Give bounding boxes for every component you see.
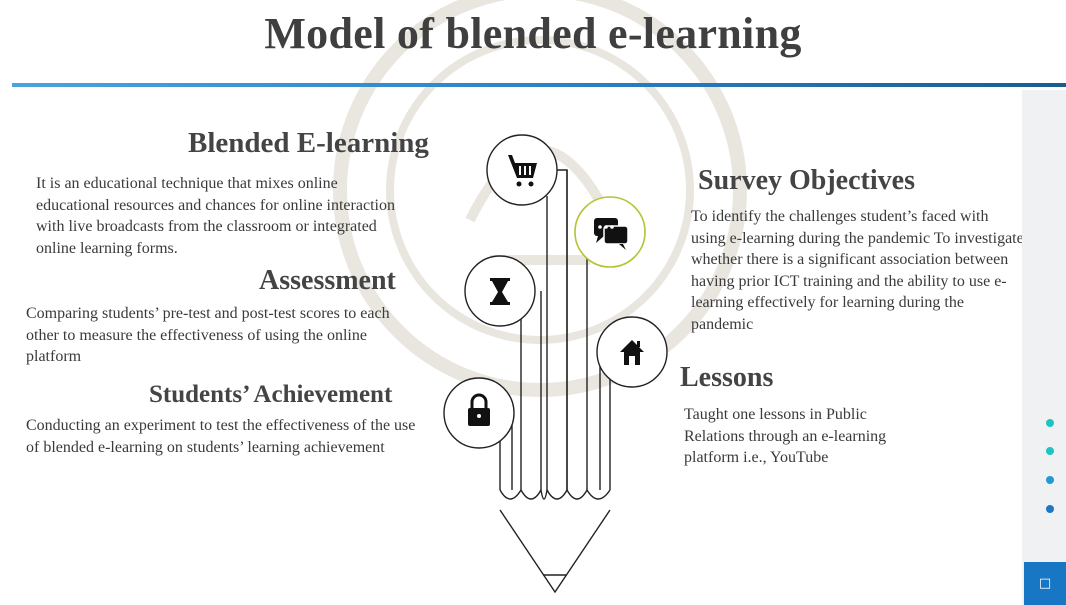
title-divider (12, 83, 1066, 87)
students-achievement-heading: Students’ Achievement (149, 381, 393, 408)
home-icon (620, 340, 644, 365)
assessment-heading: Assessment (259, 265, 396, 296)
side-panel (1022, 90, 1066, 605)
lock-icon (468, 393, 490, 426)
students-achievement-text: Conducting an experiment to test the eff… (26, 417, 416, 456)
fullscreen-button[interactable]: □ (1024, 562, 1066, 605)
chat-icon (594, 218, 629, 250)
lessons-heading: Lessons (680, 362, 774, 393)
nav-dot-4[interactable] (1046, 505, 1054, 513)
blended-elearning-text: It is an educational technique that mixe… (36, 175, 395, 257)
nav-dot-3[interactable] (1046, 476, 1054, 484)
survey-objectives-heading: Survey Objectives (698, 165, 915, 196)
slide-title: Model of blended e-learning (264, 9, 802, 58)
nav-dot-2[interactable] (1046, 447, 1054, 455)
nav-dot-1[interactable] (1046, 419, 1054, 427)
survey-objectives-text: To identify the challenges student’s fac… (691, 208, 1024, 333)
blended-elearning-heading: Blended E-learning (188, 127, 429, 159)
lessons-text: Taught one lessons in Public Relations t… (684, 406, 887, 466)
assessment-text: Comparing students’ pre-test and post-te… (26, 305, 390, 365)
seal-watermark (333, 0, 747, 397)
cart-icon (508, 155, 537, 187)
hourglass-icon (490, 278, 510, 305)
